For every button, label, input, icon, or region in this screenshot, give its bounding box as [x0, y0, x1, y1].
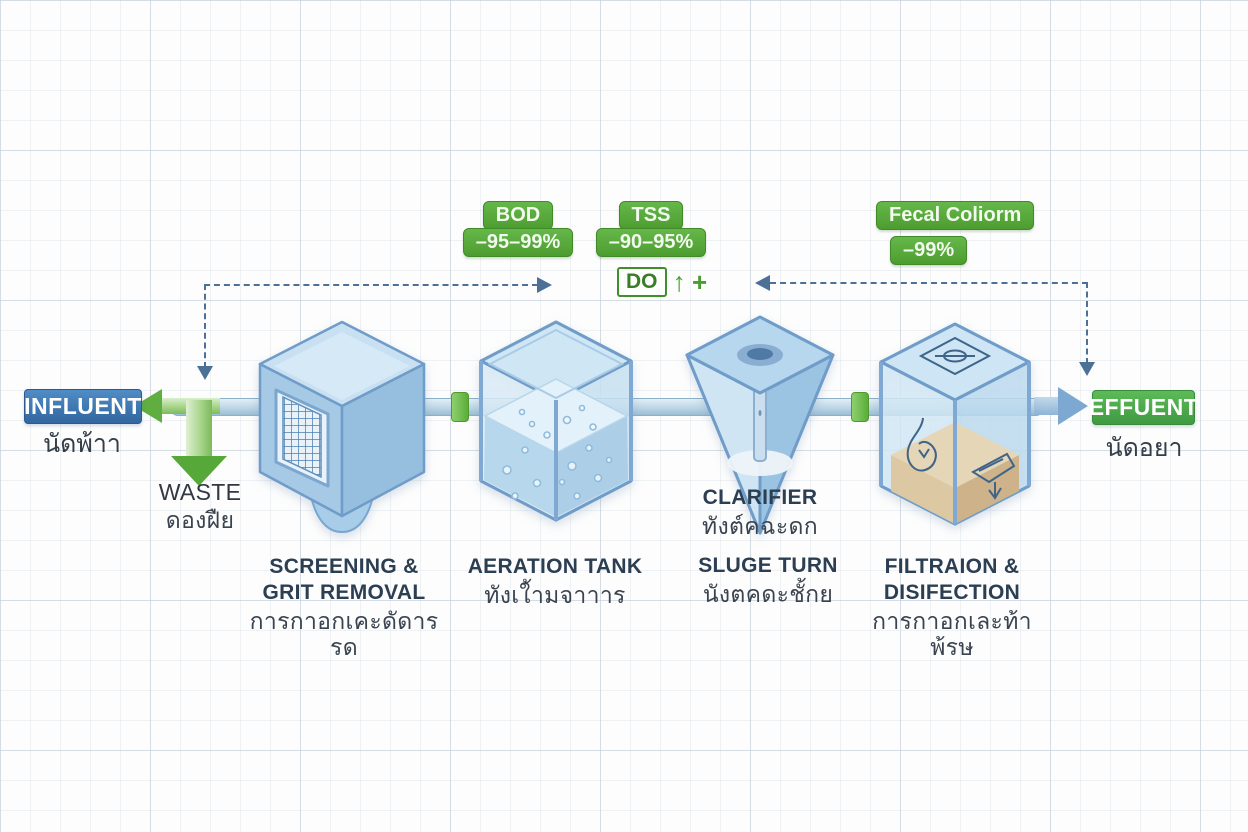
- valve-diamond-icon: [918, 336, 992, 376]
- bod-name: BOD: [482, 201, 554, 230]
- aeration-label-line1: AERATION TANK: [467, 555, 643, 578]
- clarifier-thai-label: ทังต์คฉะดก: [702, 513, 818, 539]
- clarifier-stage-label: CLARIFIER ทังต์คฉะดก: [680, 485, 840, 539]
- fecal-coliform-name: Fecal Coliorm: [876, 201, 1035, 230]
- screening-stage-label: SCREENING & GRIT REMOVAL การกาอกเคะดัดาร…: [244, 554, 444, 660]
- filtration-thai-label: การกาอกเละท้าพ้รษ: [872, 608, 1032, 660]
- filtration-label-line2: DISIFECTION: [883, 581, 1021, 604]
- recycle-arrow-down-right-icon: [1079, 362, 1095, 376]
- bod-metric-badge: BOD –95–99%: [462, 201, 574, 257]
- filtration-stage-label: FILTRAION & DISIFECTION การกาอกเละท้าพ้ร…: [852, 554, 1052, 660]
- aeration-tank-graphic: [477, 320, 635, 524]
- do-plus-icon: +: [692, 267, 708, 297]
- screening-tank-graphic: [256, 320, 428, 540]
- screening-tank-svg: [258, 320, 426, 534]
- do-indicator: DO ↑ +: [617, 267, 707, 297]
- clarifier-label-line1: CLARIFIER: [702, 486, 818, 509]
- clarifier-disk: [727, 450, 793, 476]
- recycle-arrow-left-icon: [755, 275, 770, 291]
- waste-down-arrow-icon: [171, 456, 227, 486]
- aeration-bubbles: [502, 404, 613, 500]
- sluge-turn-stage-label: SLUGE TURN นังตคดะชั้กย: [687, 553, 849, 607]
- filtration-tank-graphic: [877, 322, 1033, 548]
- recycle-line-left-horizontal: [204, 284, 538, 286]
- waste-label: WASTE: [158, 479, 242, 505]
- pipe-connector-1: [451, 392, 469, 422]
- screening-label-line2: GRIT REMOVAL: [262, 581, 426, 604]
- do-label: DO: [617, 267, 667, 297]
- filtration-tank-svg: [879, 322, 1031, 526]
- recycle-line-right-horizontal: [770, 282, 1088, 284]
- recycle-arrow-down-left-icon: [197, 366, 213, 380]
- aeration-thai-label: ทังเใ้ามจาาาร: [484, 582, 626, 608]
- drop-hook-icon: [906, 417, 937, 472]
- recycle-line-right-vertical: [1086, 282, 1088, 364]
- screening-label-line1: SCREENING &: [269, 555, 419, 578]
- effluent-label: EFFUENT: [1088, 394, 1199, 420]
- screening-thai-label: การกาอกเคะดัดารรด: [249, 608, 439, 660]
- clarifier-tank-graphic: [683, 315, 837, 539]
- influent-label: INFLUENT: [24, 393, 142, 419]
- clarifier-tank-svg: [685, 315, 835, 535]
- tss-value: –90–95%: [595, 228, 707, 257]
- aeration-stage-label: AERATION TANK ทังเใ้ามจาาาร: [455, 554, 655, 608]
- fecal-coliform-metric-badge: Fecal Coliorm –99%: [876, 201, 1035, 265]
- recycle-arrow-right-icon: [537, 277, 552, 293]
- aeration-tank-svg: [479, 320, 633, 522]
- tss-metric-badge: TSS –90–95%: [595, 201, 707, 257]
- bod-value: –95–99%: [462, 228, 574, 257]
- do-up-arrow-icon: ↑: [672, 267, 687, 297]
- sluge-turn-label-line1: SLUGE TURN: [698, 554, 838, 577]
- pipe-connector-2: [851, 392, 869, 422]
- funnel-down-icon: [970, 452, 1016, 500]
- waste-label-block: WASTE ดองฝืย: [140, 479, 260, 533]
- influent-thai-label: นัดพ้าา: [43, 430, 121, 458]
- effluent-arrow-icon: [1058, 387, 1088, 425]
- recycle-line-left-vertical: [204, 284, 206, 368]
- tss-name: TSS: [618, 201, 684, 230]
- waste-thai-label: ดองฝืย: [165, 507, 235, 533]
- sluge-turn-thai-label: นังตคดะชั้กย: [702, 581, 834, 607]
- filtration-label-line1: FILTRAION &: [884, 555, 1020, 578]
- effluent-arrow-body: [1034, 397, 1060, 415]
- influent-badge: INFLUENT: [24, 389, 142, 424]
- waste-branch-pipe: [186, 400, 212, 458]
- effluent-thai-label: นัดอยา: [1105, 434, 1183, 462]
- fecal-coliform-value: –99%: [890, 236, 968, 265]
- effluent-badge: EFFUENT: [1089, 390, 1198, 425]
